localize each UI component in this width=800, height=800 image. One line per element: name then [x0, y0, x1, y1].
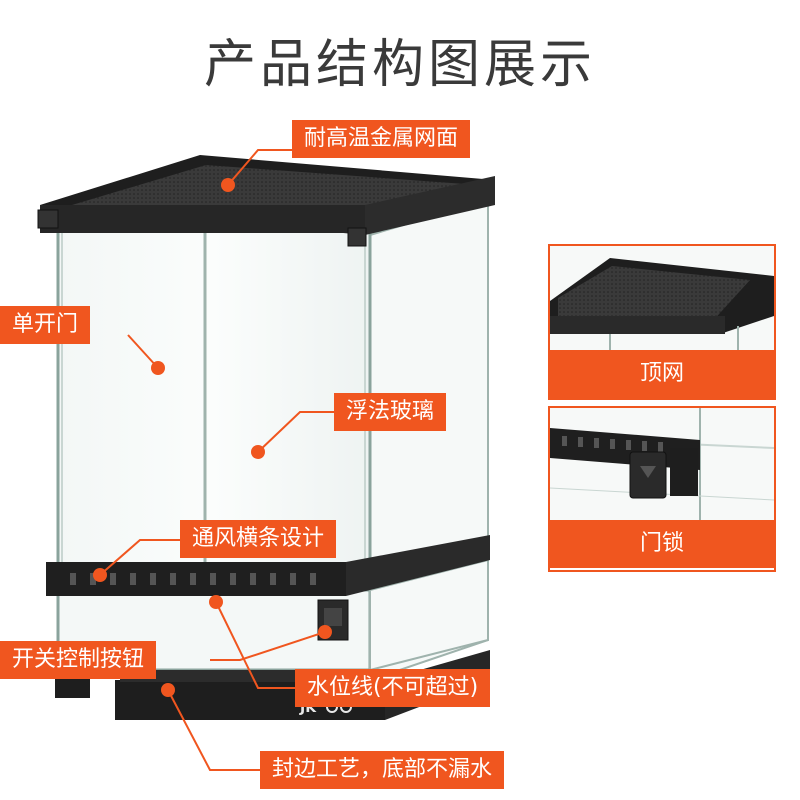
callout-float-glass: 浮法玻璃 [334, 393, 447, 431]
door-lock-image [550, 408, 774, 520]
connector-float-glass [257, 411, 334, 453]
detail-door-lock-label: 门锁 [550, 520, 774, 568]
detail-top-net-label: 顶网 [550, 350, 774, 398]
callout-switch-button: 开关控制按钮 [0, 641, 157, 679]
callout-single-door: 单开门 [0, 306, 91, 344]
connector-top-mesh [227, 149, 292, 186]
callout-sealed-base: 封边工艺，底部不漏水 [260, 751, 505, 789]
callout-top-mesh: 耐高温金属网面 [292, 120, 471, 158]
detail-top-net: 顶网 [548, 244, 776, 400]
detail-door-lock: 门锁 [548, 406, 776, 572]
connector-vent-strip [99, 539, 180, 576]
page-title: 产品结构图展示 [203, 35, 596, 95]
connector-sealed-base [167, 689, 260, 771]
connector-single-door [127, 334, 159, 369]
callout-vent-strip: 通风横条设计 [180, 520, 337, 558]
callout-water-line: 水位线(不可超过) [295, 669, 491, 707]
connector-switch [210, 631, 326, 661]
front-glass-panel [56, 223, 372, 572]
connector-water-line [215, 601, 295, 689]
top-net-image [550, 246, 774, 350]
